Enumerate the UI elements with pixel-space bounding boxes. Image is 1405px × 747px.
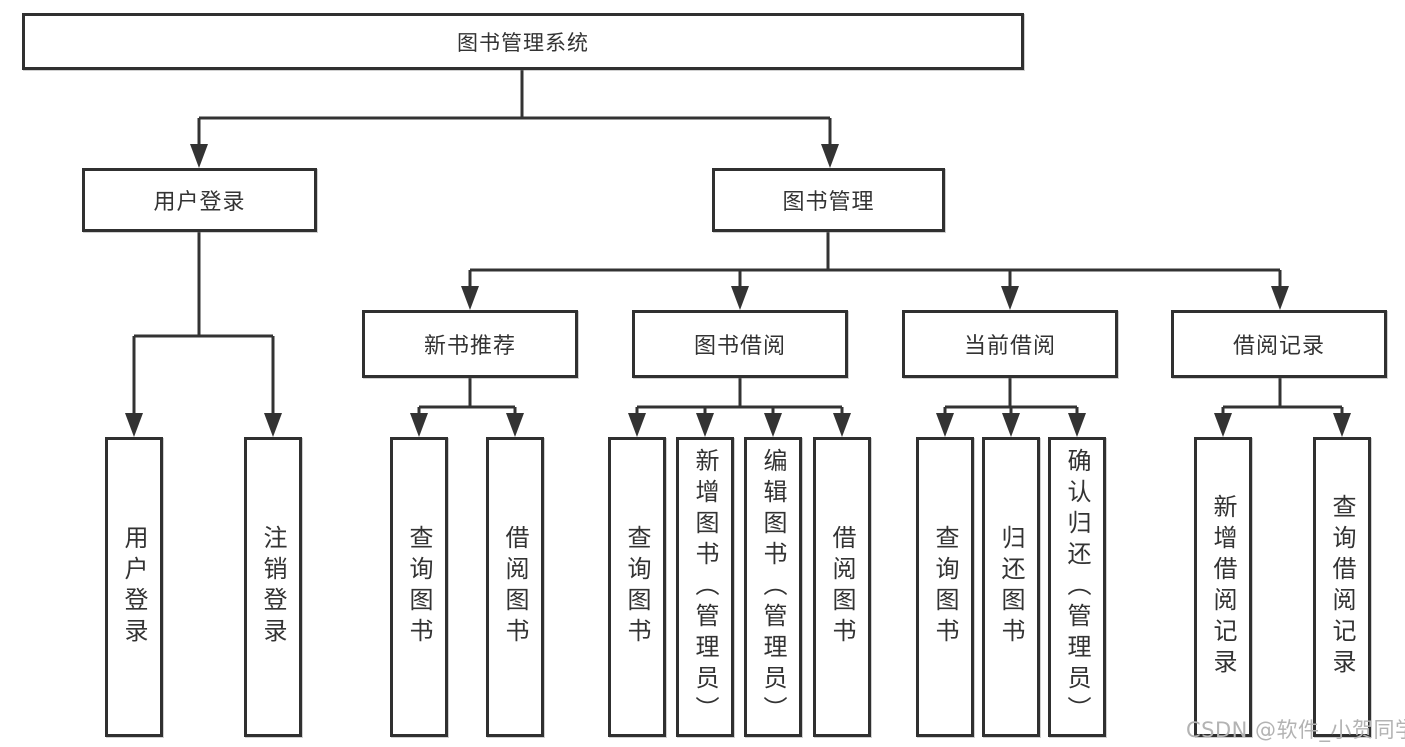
- node-label: 查询借阅记录: [1328, 494, 1356, 680]
- node-label: 用户登录: [120, 525, 148, 649]
- leaf-borrow-books: 借阅图书: [813, 437, 871, 737]
- node-label: 借阅图书: [828, 525, 856, 649]
- node-label: 当前借阅: [963, 334, 1056, 359]
- node-label: 图书管理: [782, 190, 875, 215]
- arrow-shafts: [132, 118, 1344, 417]
- tree-branch-lines: [134, 70, 1342, 409]
- node-label: 注销登录: [259, 525, 287, 649]
- node-user-login: 用户登录: [82, 168, 317, 232]
- node-root-system: 图书管理系统: [22, 13, 1024, 70]
- node-label: 借阅记录: [1232, 334, 1325, 359]
- leaf-user-login: 用户登录: [105, 437, 163, 737]
- node-new-book-recommend: 新书推荐: [362, 310, 578, 378]
- node-label: 借阅图书: [501, 525, 529, 649]
- node-label: 新增图书（管理员）: [691, 447, 719, 727]
- leaf-add-book-admin: 新增图书（管理员）: [676, 437, 734, 737]
- leaf-query-books-recommend: 查询图书: [390, 437, 448, 737]
- leaf-query-borrow-record: 查询借阅记录: [1313, 437, 1371, 737]
- node-label: 查询图书: [931, 525, 959, 649]
- leaf-logout: 注销登录: [244, 437, 302, 737]
- node-book-borrowing: 图书借阅: [632, 310, 848, 378]
- node-label: 编辑图书（管理员）: [759, 447, 787, 727]
- node-label: 新书推荐: [423, 334, 516, 359]
- node-label: 查询图书: [623, 525, 651, 649]
- node-label: 归还图书: [997, 525, 1025, 649]
- csdn-watermark: CSDN @软件_小贺同学: [1186, 718, 1405, 742]
- leaf-query-books-current: 查询图书: [916, 437, 974, 737]
- node-label: 用户登录: [153, 190, 246, 215]
- leaf-edit-book-admin: 编辑图书（管理员）: [744, 437, 802, 737]
- leaf-confirm-return-admin: 确认归还（管理员）: [1048, 437, 1106, 737]
- arrowheads: [125, 144, 1351, 437]
- node-label: 新增借阅记录: [1209, 494, 1237, 680]
- leaf-return-book: 归还图书: [982, 437, 1040, 737]
- node-label: 查询图书: [405, 525, 433, 649]
- node-label: 确认归还（管理员）: [1063, 447, 1091, 727]
- node-label: 图书借阅: [693, 334, 786, 359]
- leaf-query-books-borrow: 查询图书: [608, 437, 666, 737]
- node-current-borrowing: 当前借阅: [902, 310, 1118, 378]
- node-book-management: 图书管理: [712, 168, 945, 232]
- leaf-borrow-books-recommend: 借阅图书: [486, 437, 544, 737]
- leaf-add-borrow-record: 新增借阅记录: [1194, 437, 1252, 737]
- node-borrowing-records: 借阅记录: [1171, 310, 1387, 378]
- node-label: 图书管理系统: [457, 30, 589, 55]
